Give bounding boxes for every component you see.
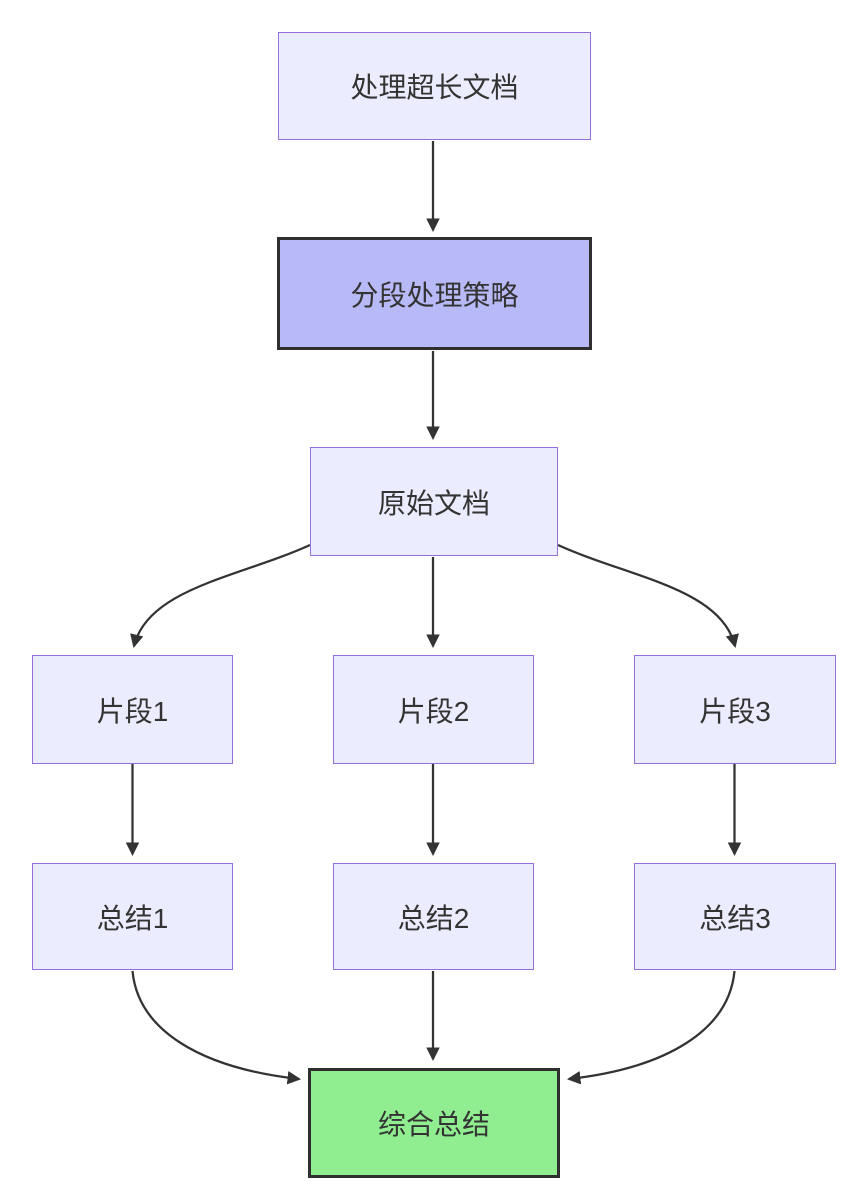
node-fragment-2: 片段2 — [333, 655, 534, 764]
node-strategy-label: 分段处理策略 — [350, 279, 519, 311]
node-fragment-3: 片段3 — [634, 655, 836, 764]
edge-sum3-final — [566, 970, 736, 1085]
node-summary-1: 总结1 — [32, 863, 233, 970]
node-strategy: 分段处理策略 — [277, 237, 592, 350]
node-summary-3-label: 总结3 — [699, 902, 771, 934]
edge-sum1-final — [131, 970, 302, 1085]
node-summary-2: 总结2 — [333, 863, 534, 970]
node-summary-3: 总结3 — [634, 863, 836, 970]
node-summary-1-label: 总结1 — [96, 902, 169, 934]
node-final-summary: 综合总结 — [308, 1068, 560, 1178]
node-fragment-2-label: 片段2 — [397, 695, 470, 727]
edge-doc-frag1 — [130, 543, 311, 648]
node-summary-2-label: 总结2 — [397, 902, 470, 934]
node-fragment-1: 片段1 — [32, 655, 233, 764]
node-start: 处理超长文档 — [278, 32, 591, 140]
node-start-label: 处理超长文档 — [350, 72, 519, 103]
node-source-doc-label: 原始文档 — [377, 487, 490, 519]
node-source-doc: 原始文档 — [310, 447, 558, 556]
node-fragment-1-label: 片段1 — [96, 695, 169, 727]
node-fragment-3-label: 片段3 — [699, 695, 771, 727]
node-final-summary-label: 综合总结 — [377, 1109, 490, 1140]
edge-doc-frag3 — [557, 543, 739, 648]
